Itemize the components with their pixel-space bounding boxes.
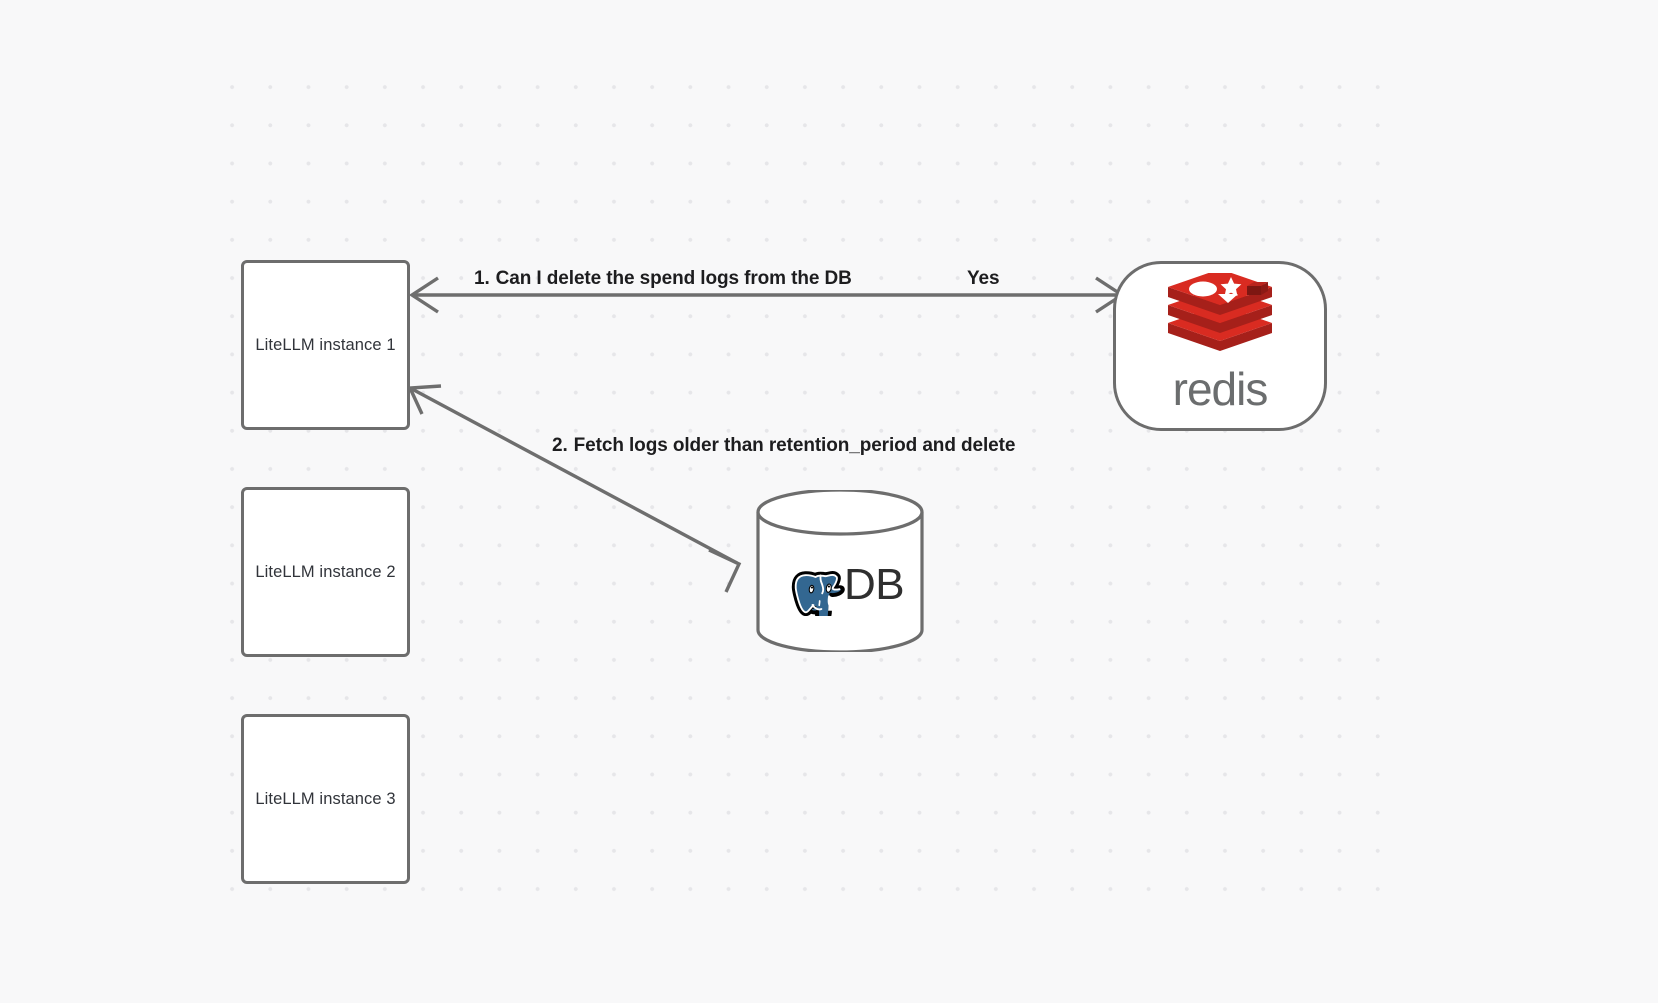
postgresql-elephant-icon [791, 571, 845, 616]
node-litellm-instance-1-label: LiteLLM instance 1 [255, 335, 396, 354]
edge-label-1-text: Can I delete the spend logs from the DB [495, 268, 852, 289]
edge-litellm1-database [407, 384, 742, 593]
database-label: DB [843, 560, 905, 609]
edge-label-1-number: 1. [474, 268, 490, 289]
node-litellm-instance-2[interactable]: LiteLLM instance 2 [241, 487, 410, 657]
node-litellm-instance-3-label: LiteLLM instance 3 [255, 789, 396, 808]
node-litellm-instance-1[interactable]: LiteLLM instance 1 [241, 260, 410, 430]
database-logo-group: DB [784, 554, 905, 616]
redis-wordmark: redis [1173, 367, 1269, 415]
node-litellm-instance-2-label: LiteLLM instance 2 [255, 562, 396, 581]
svg-text:redis: redis [1173, 367, 1268, 415]
redis-logo-icon [1168, 273, 1272, 351]
edge-label-2: 2.Fetch logs older than retention_period… [552, 435, 1015, 457]
edge-label-1: 1.Can I delete the spend logs from the D… [474, 268, 852, 290]
edge-label-2-number: 2. [552, 435, 568, 456]
node-redis[interactable]: redis [1113, 261, 1327, 431]
node-litellm-instance-3[interactable]: LiteLLM instance 3 [241, 714, 410, 884]
redis-logo: redis [1156, 273, 1284, 415]
node-database[interactable]: DB [755, 488, 925, 654]
edge-label-1-reply: Yes [967, 268, 1000, 289]
edge-label-2-text: Fetch logs older than retention_period a… [573, 435, 1016, 456]
